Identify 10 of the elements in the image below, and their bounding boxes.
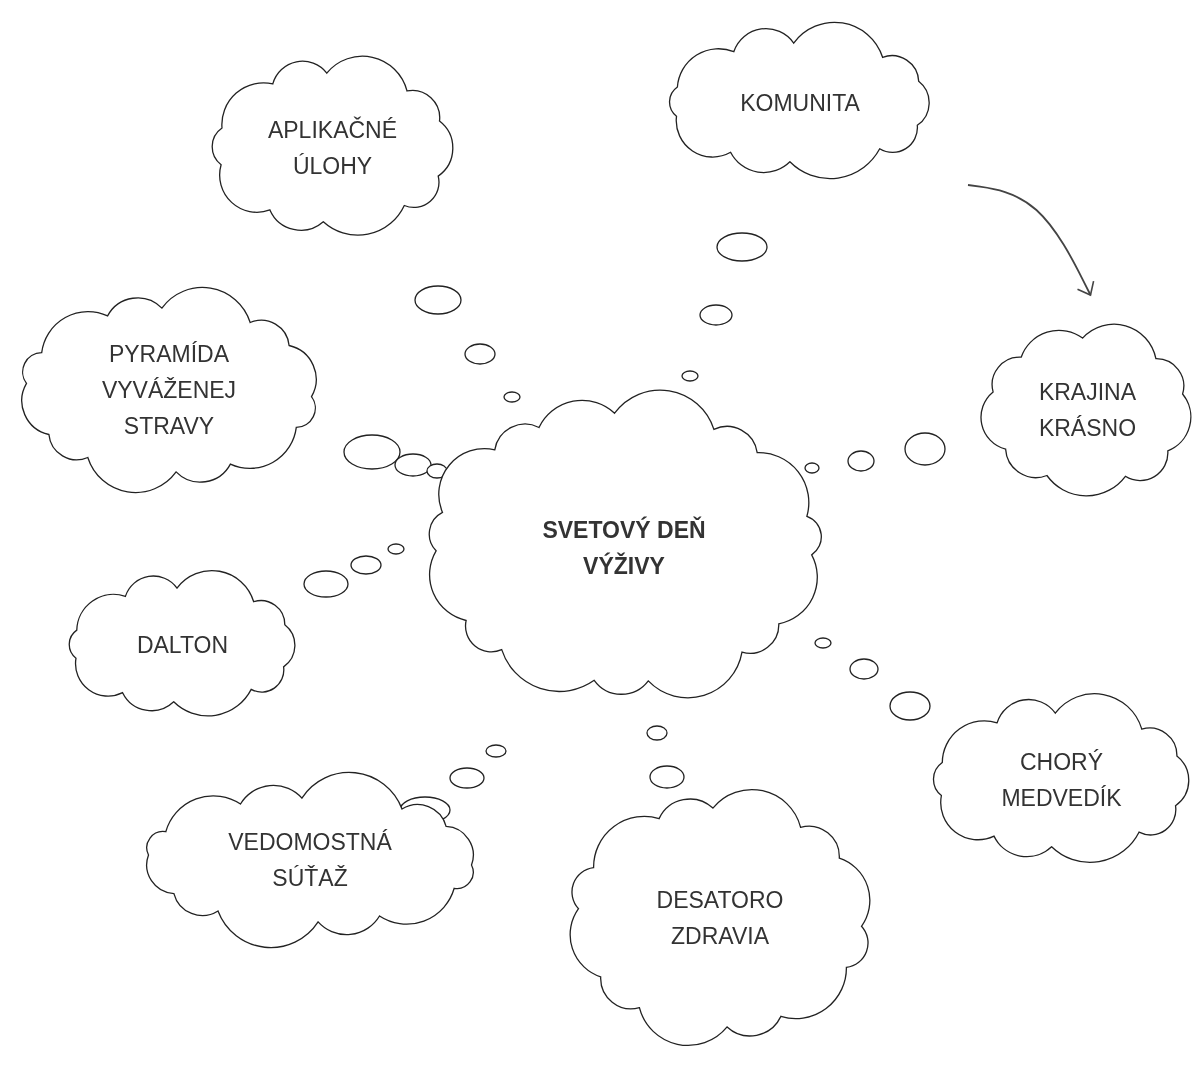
cloud-label: SVETOVÝ DEŇ VÝŽIVY: [541, 515, 707, 581]
cloud-label: VEDOMOSTNÁ SÚŤAŽ: [227, 828, 393, 893]
cloud-label: DESATORO ZDRAVIA: [655, 885, 785, 951]
cloud-label: PYRAMÍDA VYVÁŽENEJ STRAVY: [100, 340, 238, 441]
curved-arrow: [967, 184, 1095, 296]
cloud-label: DALTON: [135, 631, 230, 660]
cloud-label: APLIKAČNÉ ÚLOHY: [266, 115, 399, 181]
cloud-label: KOMUNITA: [739, 88, 861, 118]
cloud-label: KRAJINA KRÁSNO: [1037, 378, 1138, 443]
cloud-label: CHORÝ MEDVEDÍK: [1000, 748, 1123, 813]
